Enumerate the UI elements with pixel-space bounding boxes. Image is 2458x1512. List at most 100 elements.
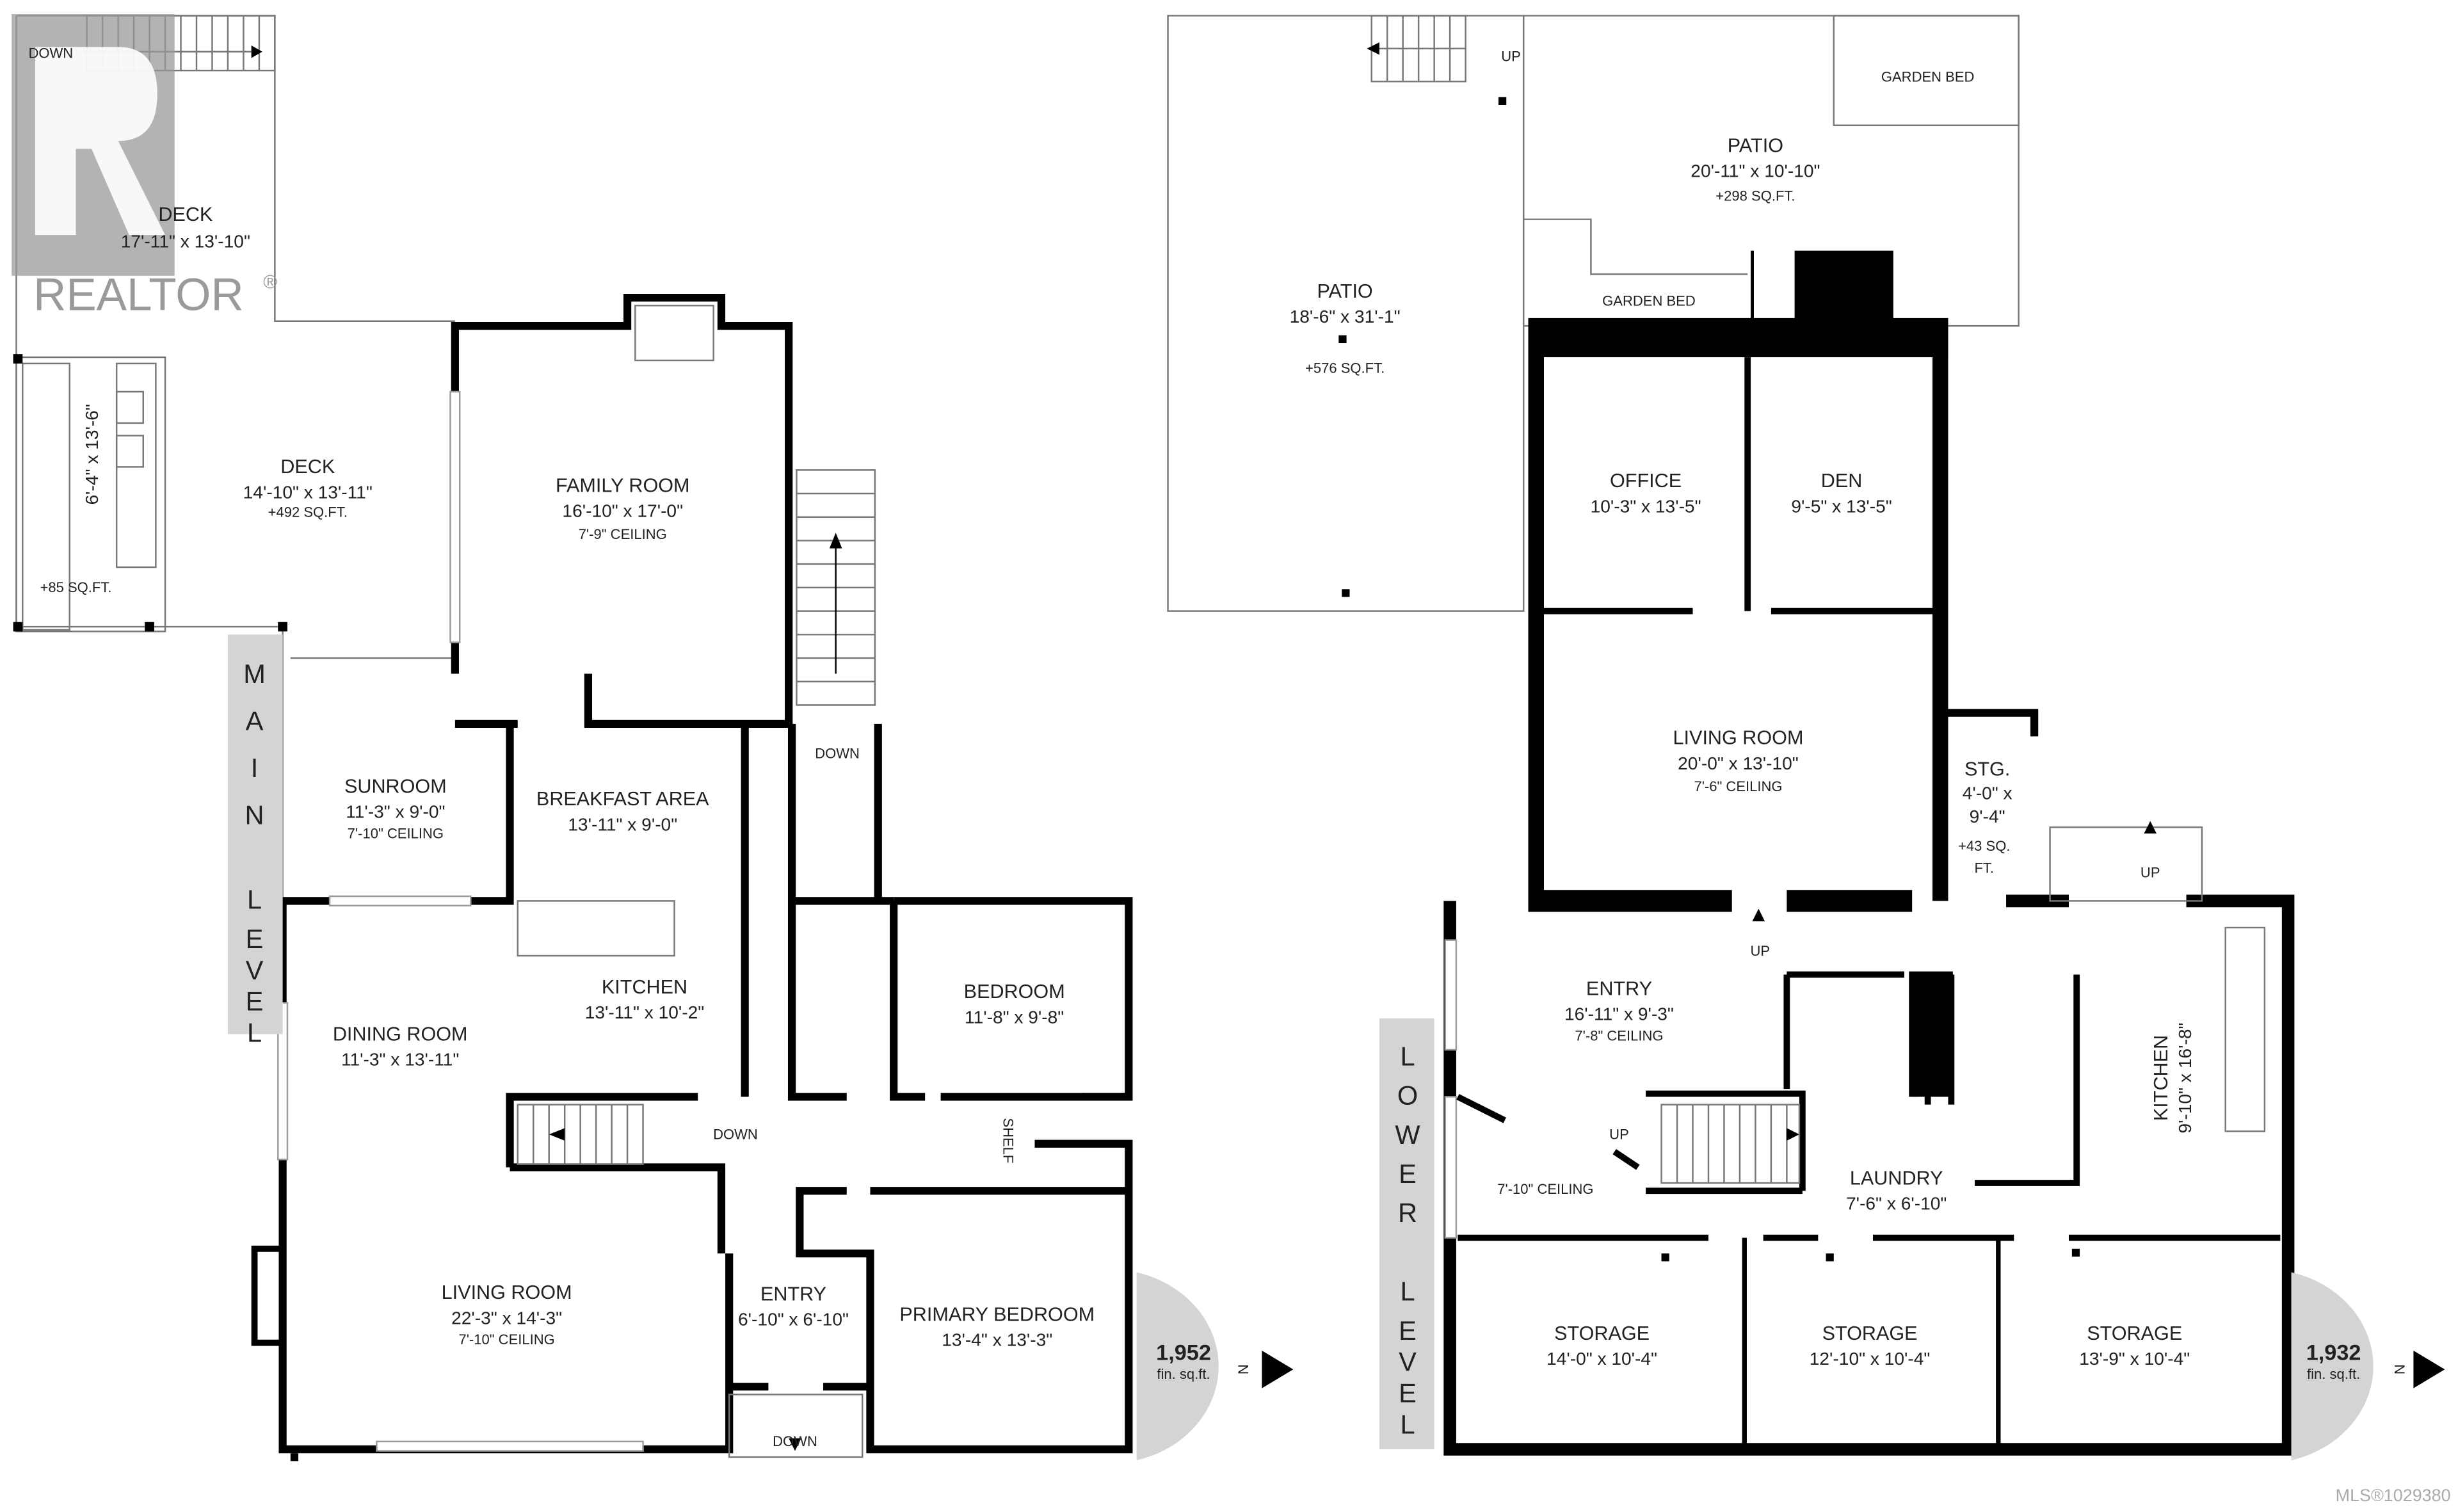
patio-outline <box>1167 15 2020 612</box>
svg-text:20'-0" x 13'-10": 20'-0" x 13'-10" <box>1678 753 1799 773</box>
svg-text:PATIO: PATIO <box>1728 134 1783 156</box>
svg-text:FAMILY ROOM: FAMILY ROOM <box>556 475 690 497</box>
svg-text:+576 SQ.FT.: +576 SQ.FT. <box>1305 360 1385 376</box>
main-stairs <box>517 469 876 1458</box>
svg-text:STORAGE: STORAGE <box>1554 1323 1650 1344</box>
realtor-logo: REALTOR ® <box>12 14 277 321</box>
svg-text:+298 SQ.FT.: +298 SQ.FT. <box>1715 188 1795 204</box>
svg-text:4'-0" x: 4'-0" x <box>1963 783 2012 803</box>
svg-text:13'-11" x 10'-2": 13'-11" x 10'-2" <box>585 1002 705 1022</box>
svg-text:W: W <box>1395 1120 1420 1150</box>
lower-level-plan: L O W E R L E V E L PATIO 18'-6" x 31'-1… <box>1167 15 2445 1461</box>
svg-text:14'-0" x 10'-4": 14'-0" x 10'-4" <box>1546 1349 1657 1369</box>
stair-label-down: DOWN <box>29 45 74 61</box>
stair-label-up: UP <box>2141 865 2160 881</box>
garden-bed-label: GARDEN BED <box>1602 293 1696 309</box>
svg-text:®: ® <box>263 271 277 293</box>
svg-text:L: L <box>1400 1276 1415 1307</box>
svg-text:E: E <box>1399 1378 1417 1408</box>
svg-text:E: E <box>1399 1159 1417 1189</box>
room-kitchen-lower: KITCHEN 9'-10" x 16'-8" <box>2150 1023 2195 1134</box>
room-breakfast-area: BREAKFAST AREA 13'-11" x 9'-0" <box>536 788 709 834</box>
svg-text:7'-6" x 6'-10": 7'-6" x 6'-10" <box>1846 1194 1947 1214</box>
stair-label-up: UP <box>1609 1126 1629 1142</box>
main-level-label: M A I N L E V E L <box>227 634 283 1048</box>
svg-text:FT.: FT. <box>1974 860 1994 876</box>
north-arrow-icon <box>1262 1350 1294 1388</box>
room-storage-2: STORAGE 12'-10" x 10'-4" <box>1810 1323 1931 1369</box>
room-entry-lower: ENTRY 16'-11" x 9'-3" 7'-8" CEILING <box>1564 977 1674 1043</box>
garden-bed-label: GARDEN BED <box>1881 68 1975 84</box>
svg-text:PATIO: PATIO <box>1317 280 1373 302</box>
svg-text:7'-8" CEILING: 7'-8" CEILING <box>1575 1027 1663 1043</box>
north-label: N <box>2391 1364 2407 1374</box>
room-office: OFFICE 10'-3" x 13'-5" <box>1591 470 1701 516</box>
stair-label-down: DOWN <box>713 1126 758 1142</box>
svg-text:14'-10" x 13'-11": 14'-10" x 13'-11" <box>243 482 373 502</box>
svg-text:E: E <box>1399 1315 1417 1346</box>
room-deck-upper: DECK 17'-11" x 13'-10" <box>121 204 250 252</box>
svg-text:KITCHEN: KITCHEN <box>2150 1035 2172 1121</box>
svg-text:OFFICE: OFFICE <box>1610 470 1682 492</box>
main-level-plan: REALTOR ® <box>12 14 1294 1461</box>
lower-stairs <box>1660 821 2157 1184</box>
svg-text:E: E <box>246 924 264 954</box>
svg-text:LIVING ROOM: LIVING ROOM <box>1673 727 1804 749</box>
svg-text:7'-10" CEILING: 7'-10" CEILING <box>458 1331 554 1347</box>
svg-text:6'-10" x 6'-10": 6'-10" x 6'-10" <box>738 1310 849 1330</box>
room-kitchen: KITCHEN 13'-11" x 10'-2" <box>517 900 705 1022</box>
room-patio-left: PATIO 18'-6" x 31'-1" +576 SQ.FT. <box>1290 280 1401 376</box>
room-sunroom: SUNROOM 11'-3" x 9'-0" 7'-10" CEILING <box>344 776 447 842</box>
svg-text:DINING ROOM: DINING ROOM <box>333 1023 468 1045</box>
svg-text:REALTOR: REALTOR <box>33 270 244 321</box>
svg-text:13'-9" x 10'-4": 13'-9" x 10'-4" <box>2079 1349 2190 1369</box>
room-storage-1: STORAGE 14'-0" x 10'-4" <box>1546 1323 1657 1369</box>
svg-text:ENTRY: ENTRY <box>1586 977 1652 999</box>
svg-text:E: E <box>246 986 264 1017</box>
room-living-room-lower: LIVING ROOM 20'-0" x 13'-10" 7'-6" CEILI… <box>1673 727 1804 794</box>
stair-label-up: UP <box>1501 48 1521 64</box>
svg-text:LIVING ROOM: LIVING ROOM <box>442 1282 572 1303</box>
svg-text:9'-4": 9'-4" <box>1970 807 2005 826</box>
lower-level-label: L O W E R L E V E L <box>1379 1018 1434 1450</box>
mls-number: MLS®1029380 <box>2336 1486 2451 1505</box>
svg-text:6'-4" x 13'-6": 6'-4" x 13'-6" <box>82 404 102 504</box>
svg-text:STORAGE: STORAGE <box>1822 1323 1918 1344</box>
stair-label-up: UP <box>1750 943 1770 959</box>
svg-text:11'-3" x 13'-11": 11'-3" x 13'-11" <box>341 1049 459 1069</box>
ceiling-height-label: 7'-10" CEILING <box>1497 1181 1593 1197</box>
svg-text:13'-11" x 9'-0": 13'-11" x 9'-0" <box>568 814 677 834</box>
room-entry: ENTRY 6'-10" x 6'-10" <box>738 1283 849 1330</box>
stair-label-down: DOWN <box>773 1433 817 1449</box>
svg-text:1,932: 1,932 <box>2306 1341 2361 1365</box>
room-dining-room: DINING ROOM 11'-3" x 13'-11" <box>333 1023 468 1069</box>
svg-text:LAUNDRY: LAUNDRY <box>1850 1167 1943 1189</box>
shelf-label: SHELF <box>1000 1118 1016 1163</box>
svg-text:DECK: DECK <box>280 456 335 478</box>
room-bedroom: BEDROOM 11'-8" x 9'-8" <box>964 981 1065 1027</box>
svg-text:I: I <box>251 753 259 783</box>
svg-text:fin. sq.ft.: fin. sq.ft. <box>2307 1366 2360 1382</box>
svg-text:7'-6" CEILING: 7'-6" CEILING <box>1694 778 1782 794</box>
room-storage-3: STORAGE 13'-9" x 10'-4" <box>2079 1323 2190 1369</box>
svg-text:L: L <box>247 1018 262 1048</box>
svg-text:M: M <box>243 659 266 689</box>
main-walls <box>251 293 1133 1461</box>
north-label: N <box>1235 1364 1251 1374</box>
svg-text:17'-11" x 13'-10": 17'-11" x 13'-10" <box>121 232 250 252</box>
svg-text:9'-10" x 16'-8": 9'-10" x 16'-8" <box>2175 1023 2195 1134</box>
svg-text:7'-9" CEILING: 7'-9" CEILING <box>579 526 667 542</box>
lower-walls <box>1443 250 2295 1456</box>
svg-text:V: V <box>246 955 264 985</box>
svg-text:N: N <box>245 800 264 830</box>
svg-text:PRIMARY BEDROOM: PRIMARY BEDROOM <box>899 1303 1095 1325</box>
svg-text:13'-4" x 13'-3": 13'-4" x 13'-3" <box>942 1330 1052 1350</box>
svg-text:+492 SQ.FT.: +492 SQ.FT. <box>268 504 348 520</box>
svg-text:11'-8" x 9'-8": 11'-8" x 9'-8" <box>965 1007 1064 1027</box>
svg-text:A: A <box>246 706 264 736</box>
svg-text:7'-10" CEILING: 7'-10" CEILING <box>348 826 444 842</box>
svg-text:BREAKFAST AREA: BREAKFAST AREA <box>536 788 709 810</box>
svg-text:O: O <box>1397 1081 1418 1111</box>
svg-text:16'-10" x 17'-0": 16'-10" x 17'-0" <box>562 501 683 521</box>
